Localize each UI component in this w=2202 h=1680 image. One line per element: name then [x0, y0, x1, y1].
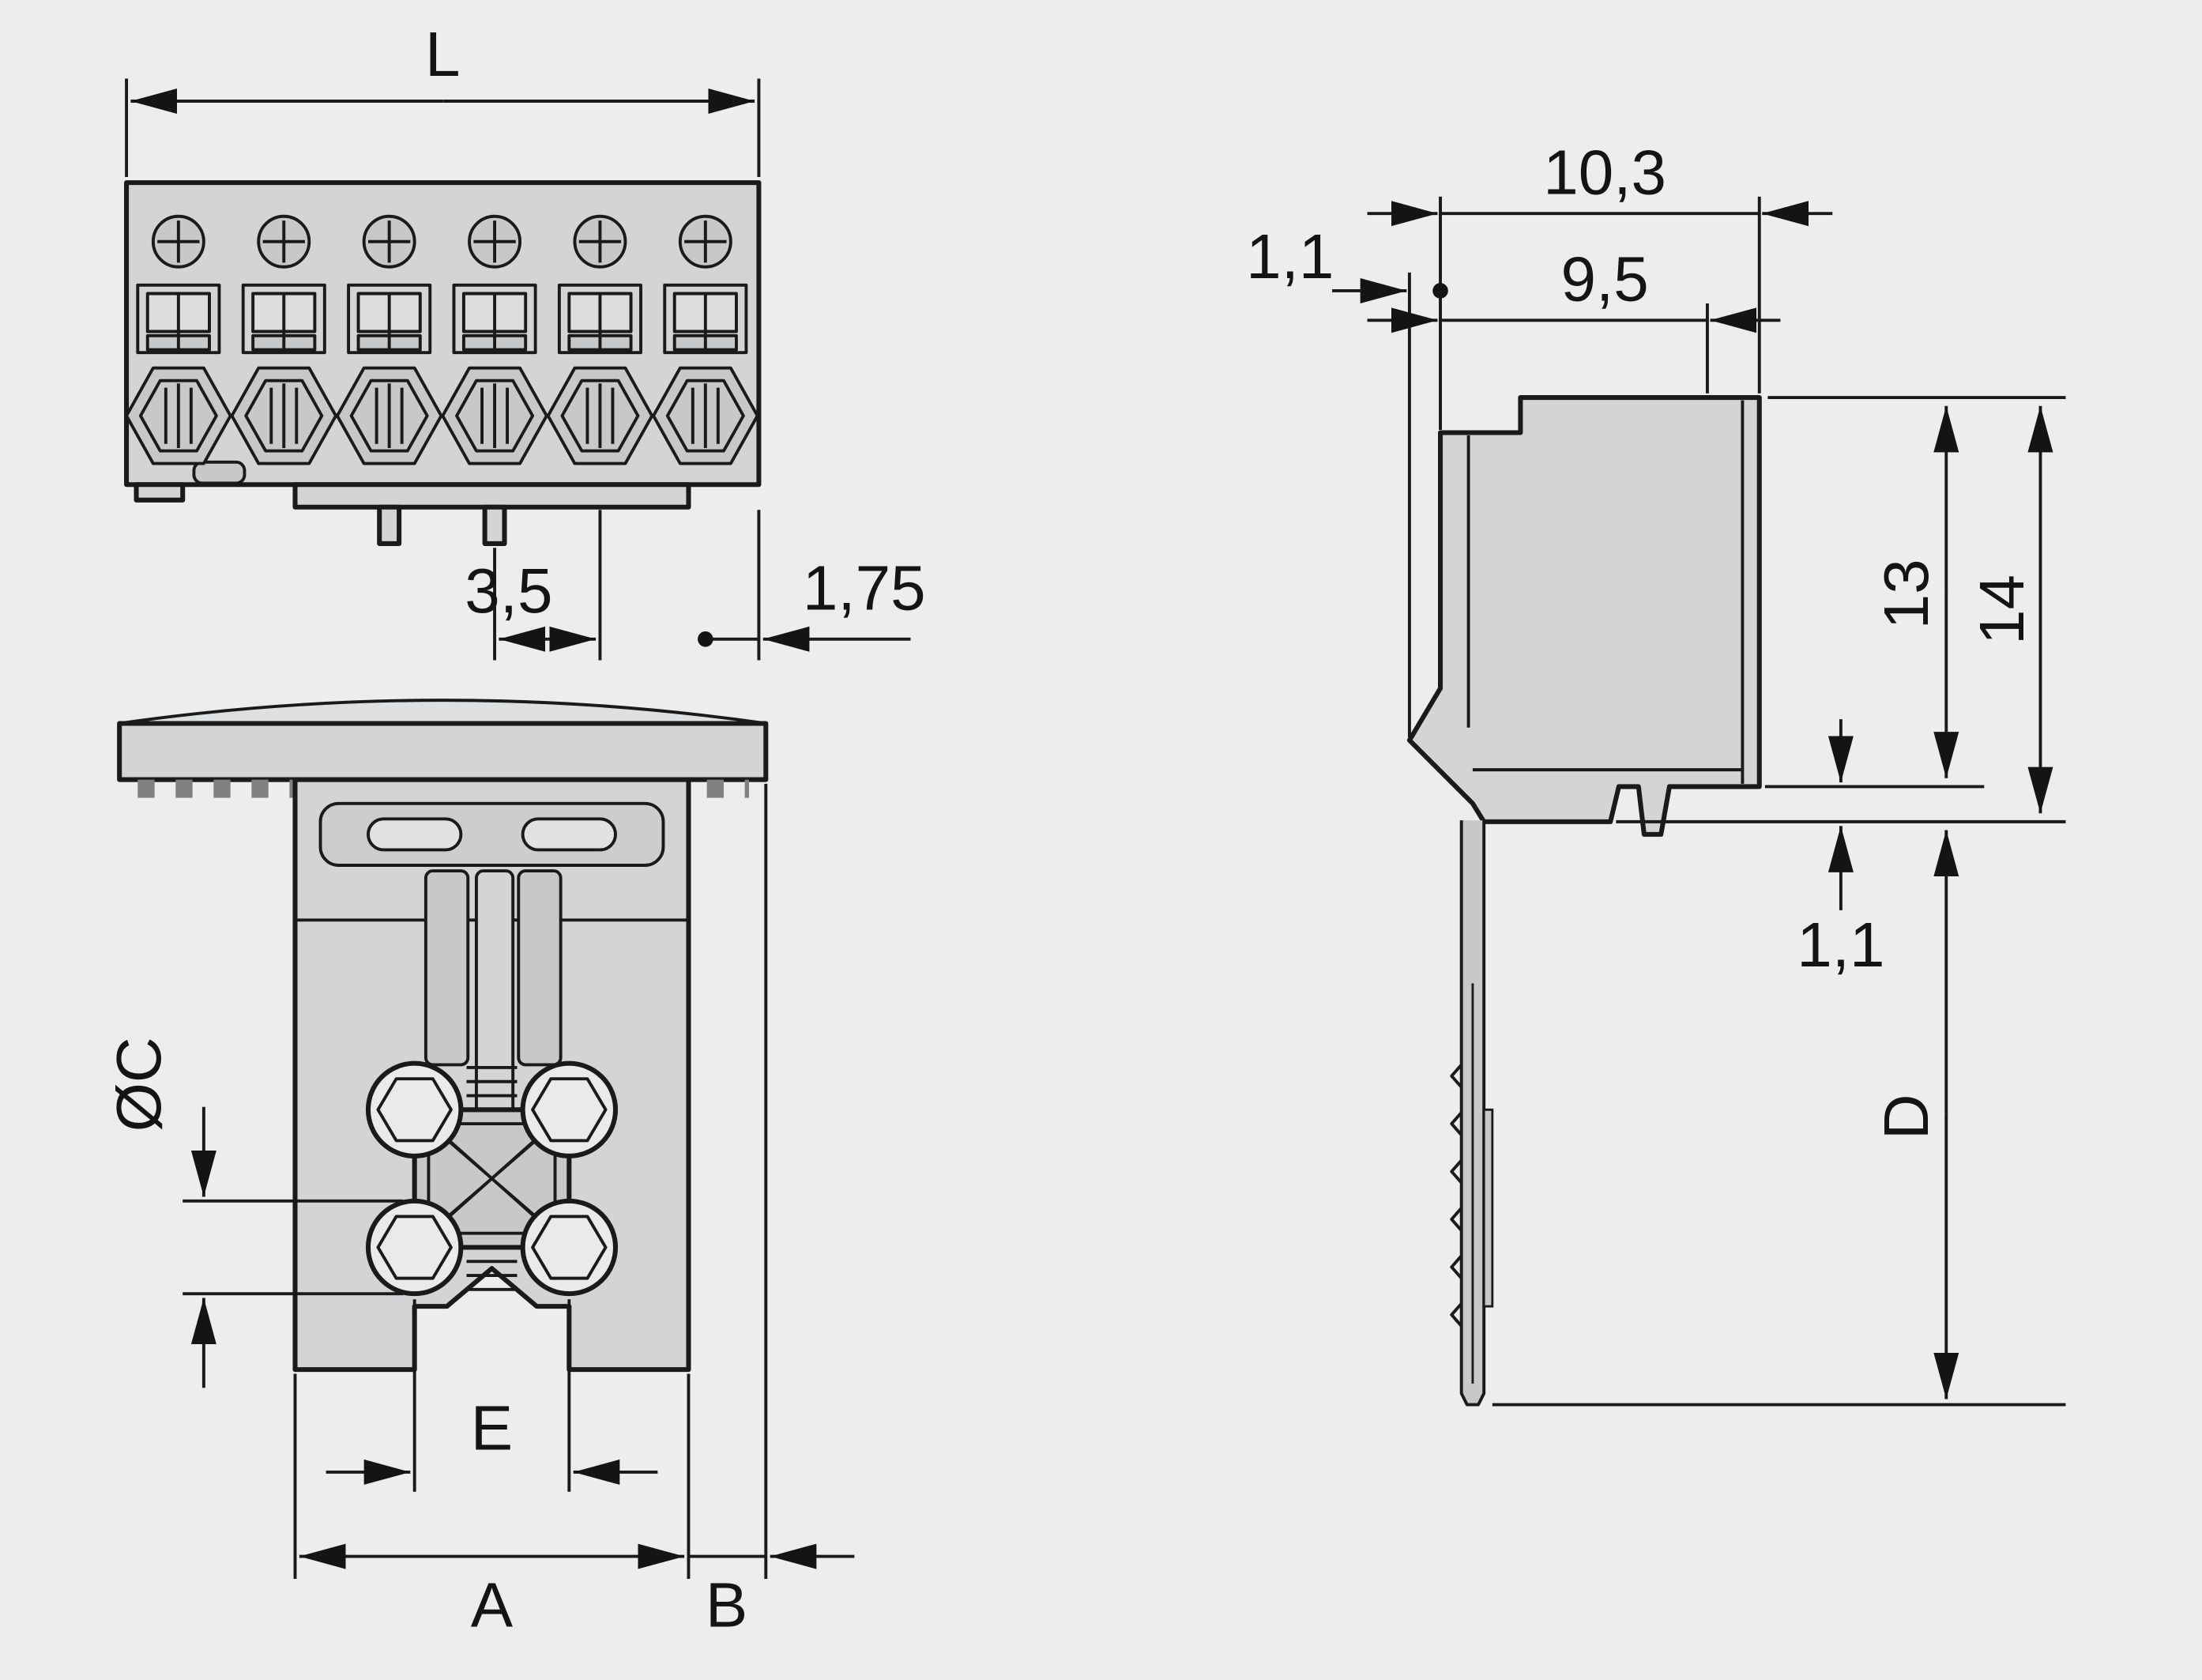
dimension-depth-inner: 9,5 — [1367, 243, 1781, 394]
dim-label-L: L — [425, 19, 461, 89]
dim-label-pitch: 3,5 — [465, 556, 552, 626]
dim-label-boss-diameter: ØC — [104, 1037, 174, 1132]
housing-body — [124, 180, 762, 488]
dimension-body-width: A — [293, 1373, 691, 1640]
side-housing — [1406, 395, 1762, 837]
latch-right — [521, 817, 617, 852]
plug-body — [292, 777, 691, 1373]
dimension-flange-overhang: B — [688, 783, 855, 1640]
dimension-boss-diameter: ØC — [104, 1037, 404, 1388]
dimension-depth-outer: 10,3 — [1367, 137, 1833, 394]
dim-label-edge-offset: 1,75 — [803, 552, 926, 623]
dimension-foot-step: 1,1 — [1797, 719, 1885, 980]
dimension-overall-height: 14 — [1616, 405, 2066, 823]
dimension-center-spacing: E — [326, 1299, 658, 1492]
dim-label-overall-height: 14 — [1967, 574, 2037, 645]
dimension-L: L — [125, 19, 761, 177]
dim-label-flange-overhang: B — [706, 1569, 747, 1640]
dim-label-depth-inner: 9,5 — [1560, 243, 1648, 314]
dim-label-foot-step: 1,1 — [1797, 910, 1884, 980]
dim-label-depth-outer: 10,3 — [1543, 137, 1666, 207]
front-view: L 3,5 1,75 — [124, 19, 926, 661]
dim-label-center-spacing: E — [471, 1392, 513, 1463]
dim-label-housing-height: 13 — [1871, 559, 1941, 629]
dimension-pitch: 3,5 — [465, 510, 602, 661]
connector-housing — [124, 180, 762, 546]
dim-label-body-width: A — [471, 1569, 514, 1640]
dim-label-pin-length: D — [1871, 1094, 1941, 1139]
flange — [117, 699, 769, 798]
solder-pin-side — [1450, 820, 1494, 1407]
dimension-pin-length: D — [1492, 830, 2066, 1407]
dimension-funnel-protrusion: 1,1 — [1246, 196, 1448, 738]
latch-left — [367, 817, 463, 852]
dim-point — [698, 631, 713, 647]
dim-label-funnel-protrusion: 1,1 — [1246, 221, 1334, 292]
dimension-housing-height: 13 — [1764, 396, 2066, 789]
solder-pin-left — [377, 504, 402, 546]
bottom-view: ØC E A B — [104, 699, 855, 1640]
dimension-edge-offset: 1,75 — [698, 510, 926, 661]
screw-bosses — [365, 1060, 619, 1297]
solder-pin-right — [482, 504, 507, 546]
side-view: 1,1 10,3 9,5 13 14 — [1246, 137, 2066, 1407]
dim-point — [1432, 283, 1448, 299]
